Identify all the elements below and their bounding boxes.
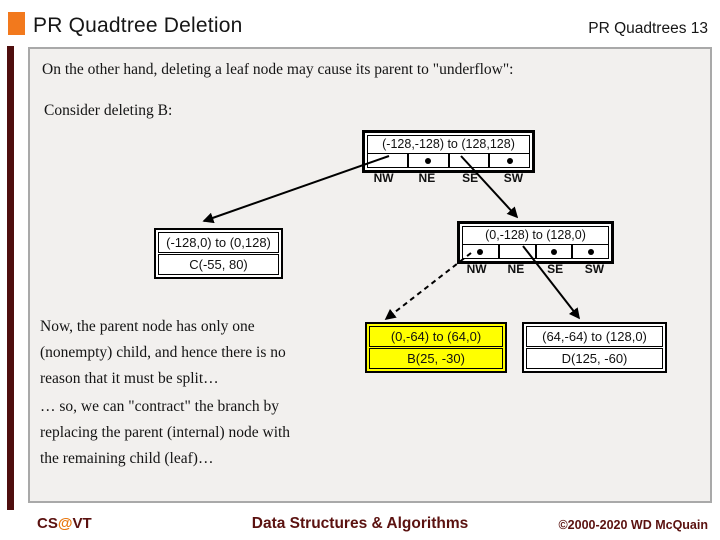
- note2-line3: the remaining child (leaf)…: [40, 450, 214, 467]
- leaf-d-region-label: (64,-64) to (128,0): [526, 326, 663, 347]
- note2-line1: … so, we can "contract" the branch by: [40, 398, 280, 415]
- leaf-b-point-label: B(25, -30): [369, 348, 503, 369]
- content-panel: [28, 47, 712, 503]
- note1-line2: (nonempty) child, and hence there is no: [40, 344, 286, 361]
- root-region-label: (-128,-128) to (128,128): [367, 135, 530, 154]
- note2-line2: replacing the parent (internal) node wit…: [40, 424, 291, 441]
- null-pointer-dot: [425, 157, 432, 164]
- root-cell-ne: [409, 154, 450, 167]
- page-number-label: PR Quadtrees 13: [588, 20, 708, 37]
- dir-label-sw: SW: [584, 262, 605, 276]
- dir-label-ne: NE: [418, 171, 436, 185]
- footer-cs: CS: [37, 515, 58, 532]
- note1-line1: Now, the parent node has only one: [40, 318, 255, 335]
- slide-title: PR Quadtree Deletion: [33, 14, 243, 37]
- left-accent-bar: [7, 46, 14, 510]
- leaf-b-region-label: (0,-64) to (64,0): [369, 326, 503, 347]
- quadtree-leaf-d: (64,-64) to (128,0) D(125, -60): [522, 322, 667, 373]
- right-node-direction-labels: NW NE SE SW: [457, 262, 614, 276]
- note-paragraph-1: Now, the parent node has only one (nonem…: [40, 314, 385, 392]
- footer-copyright: ©2000-2020 WD McQuain: [558, 518, 708, 532]
- right-cell-se: [537, 245, 574, 258]
- dir-label-se: SE: [547, 262, 564, 276]
- null-pointer-dot: [506, 157, 513, 164]
- note-paragraph-2: … so, we can "contract" the branch by re…: [40, 394, 385, 472]
- quadtree-root-node: (-128,-128) to (128,128): [362, 130, 535, 173]
- note1-line3: reason that it must be split…: [40, 370, 219, 387]
- footer-vt: VT: [72, 515, 92, 532]
- footer-course-title: Data Structures & Algorithms: [251, 515, 469, 532]
- dir-label-sw: SW: [503, 171, 524, 185]
- right-cell-nw: [463, 245, 500, 258]
- null-pointer-dot: [477, 248, 484, 255]
- accent-square: [8, 12, 25, 35]
- dir-label-se: SE: [462, 171, 479, 185]
- right-node-pointer-cells: [462, 245, 609, 259]
- footer-csvt-logo: CS@VT: [37, 515, 92, 532]
- quadtree-leaf-c: (-128,0) to (0,128) C(-55, 80): [154, 228, 283, 279]
- root-pointer-cells: [367, 154, 530, 168]
- right-cell-sw: [573, 245, 608, 258]
- root-direction-labels: NW NE SE SW: [362, 171, 535, 185]
- right-cell-ne: [500, 245, 537, 258]
- leaf-c-region-label: (-128,0) to (0,128): [158, 232, 279, 253]
- dir-label-nw: NW: [373, 171, 394, 185]
- footer-at: @: [57, 515, 73, 532]
- dir-label-nw: NW: [466, 262, 487, 276]
- quadtree-leaf-b-highlighted: (0,-64) to (64,0) B(25, -30): [365, 322, 507, 373]
- root-cell-se: [450, 154, 491, 167]
- consider-deleting-text: Consider deleting B:: [44, 102, 173, 119]
- intro-text: On the other hand, deleting a leaf node …: [42, 61, 514, 78]
- null-pointer-dot: [550, 248, 557, 255]
- right-node-region-label: (0,-128) to (128,0): [462, 226, 609, 245]
- null-pointer-dot: [587, 248, 594, 255]
- root-cell-sw: [490, 154, 529, 167]
- leaf-d-point-label: D(125, -60): [526, 348, 663, 369]
- root-cell-nw: [368, 154, 409, 167]
- leaf-c-point-label: C(-55, 80): [158, 254, 279, 275]
- dir-label-ne: NE: [507, 262, 525, 276]
- quadtree-right-internal-node: (0,-128) to (128,0): [457, 221, 614, 264]
